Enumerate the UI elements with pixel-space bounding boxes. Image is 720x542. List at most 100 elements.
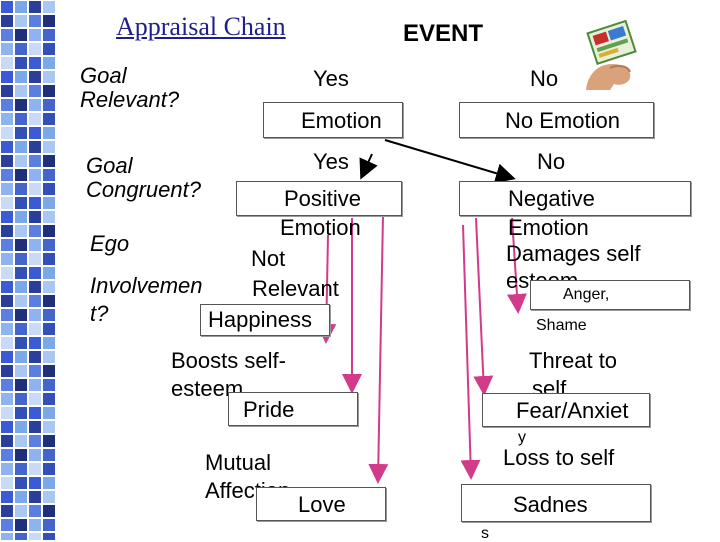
strip-square <box>15 127 27 139</box>
strip-square <box>43 71 55 83</box>
question-involvement: Involvemen <box>90 273 203 298</box>
strip-square <box>15 309 27 321</box>
arrow-positive-to-love <box>368 214 389 484</box>
strip-square <box>1 449 13 461</box>
strip-square <box>43 43 55 55</box>
strip-square <box>1 57 13 69</box>
strip-square <box>29 29 41 41</box>
question-goal-congruent: Goal Congruent? <box>86 153 201 202</box>
strip-square <box>43 99 55 111</box>
pride-box <box>228 392 358 426</box>
strip-square <box>15 113 27 125</box>
strip-square <box>29 183 41 195</box>
strip-square <box>43 127 55 139</box>
strip-square <box>15 225 27 237</box>
strip-square <box>43 211 55 223</box>
strip-square <box>29 239 41 251</box>
strip-square <box>43 29 55 41</box>
strip-square <box>29 407 41 419</box>
strip-square <box>15 421 27 433</box>
fear-label: Fear/Anxiet <box>516 398 629 423</box>
strip-square <box>15 99 27 111</box>
strip-square <box>29 533 41 540</box>
strip-square <box>29 393 41 405</box>
strip-square <box>29 57 41 69</box>
strip-square <box>29 323 41 335</box>
strip-square <box>1 127 13 139</box>
strip-square <box>15 211 27 223</box>
strip-square <box>43 267 55 279</box>
question-line: Relevant? <box>80 87 180 113</box>
strip-square <box>1 197 13 209</box>
strip-square <box>43 491 55 503</box>
question-line: Goal <box>80 63 127 88</box>
negative-label: Negative <box>508 186 595 211</box>
strip-square <box>15 393 27 405</box>
strip-square <box>29 155 41 167</box>
boosts-esteem-label: esteem <box>171 376 244 401</box>
negative-emotion-label: Emotion <box>508 215 589 240</box>
strip-square <box>1 85 13 97</box>
strip-square <box>43 225 55 237</box>
strip-square <box>29 225 41 237</box>
sadness-label: Sadnes <box>513 492 588 517</box>
strip-square <box>15 505 27 517</box>
question-line: Goal <box>86 153 133 178</box>
strip-square <box>1 491 13 503</box>
pride-label: Pride <box>243 397 295 422</box>
strip-square <box>29 15 41 27</box>
strip-square <box>15 533 27 540</box>
strip-square <box>1 365 13 377</box>
strip-square <box>43 197 55 209</box>
strip-square <box>43 253 55 265</box>
anger-label: Anger, <box>563 286 610 303</box>
strip-square <box>43 85 55 97</box>
strip-square <box>43 393 55 405</box>
anger-box <box>530 280 690 310</box>
strip-square <box>15 15 27 27</box>
strip-square <box>43 337 55 349</box>
strip-square <box>1 309 13 321</box>
love-label: Love <box>298 492 346 517</box>
strip-square <box>1 323 13 335</box>
emotion-label: Emotion <box>301 108 382 133</box>
strip-square <box>15 183 27 195</box>
strip-square <box>1 71 13 83</box>
no-emotion-label: No Emotion <box>505 108 620 133</box>
strip-square <box>43 533 55 540</box>
strip-square <box>29 351 41 363</box>
strip-square <box>1 113 13 125</box>
strip-square <box>1 393 13 405</box>
strip-square <box>43 183 55 195</box>
arrow-emotion-to-negative <box>384 139 516 183</box>
strip-square <box>29 253 41 265</box>
strip-square <box>15 295 27 307</box>
arrow-negative-to-shame <box>506 217 527 314</box>
strip-square <box>29 85 41 97</box>
damages-label: Damages self <box>506 241 641 266</box>
strip-square <box>43 463 55 475</box>
strip-square <box>29 435 41 447</box>
strip-square <box>1 211 13 223</box>
strip-square <box>15 141 27 153</box>
emotion-box <box>263 102 403 138</box>
strip-square <box>1 183 13 195</box>
shame-label: Shame <box>536 317 587 334</box>
strip-square <box>1 337 13 349</box>
strip-square <box>29 309 41 321</box>
strip-square <box>15 239 27 251</box>
yes-label-2: Yes <box>313 149 349 174</box>
strip-square <box>29 71 41 83</box>
strip-square <box>29 519 41 531</box>
strip-square <box>43 15 55 27</box>
question-involvement-end: t? <box>90 301 109 326</box>
strip-square <box>1 29 13 41</box>
strip-square <box>29 477 41 489</box>
strip-square <box>29 141 41 153</box>
strip-square <box>15 85 27 97</box>
strip-square <box>29 281 41 293</box>
strip-square <box>15 1 27 13</box>
strip-square <box>29 43 41 55</box>
strip-square <box>1 379 13 391</box>
strip-square <box>1 505 13 517</box>
